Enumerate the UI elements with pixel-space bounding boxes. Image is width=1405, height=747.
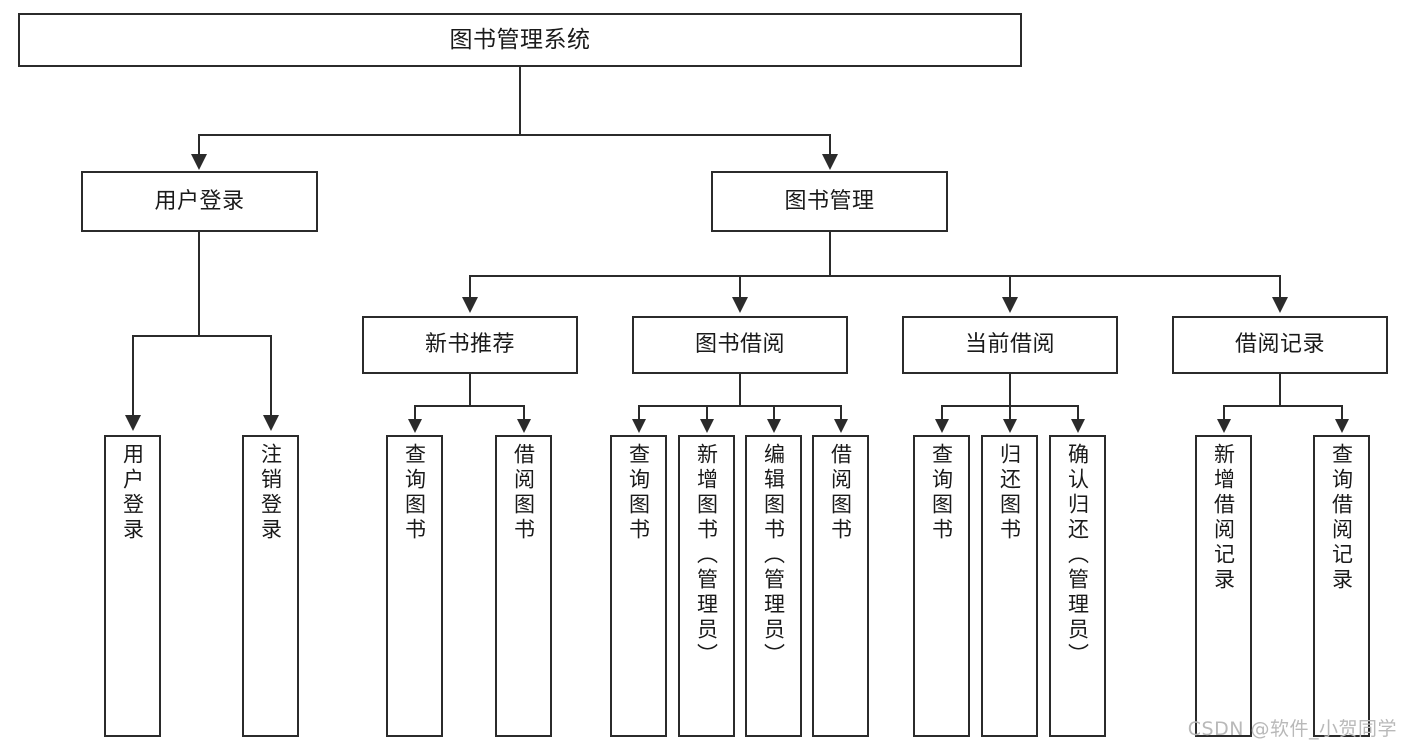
leaf-logout-login[interactable]: 注销登录 <box>242 435 299 737</box>
connector-user-login-stem <box>198 232 200 336</box>
connector-book-borrow-drop-3 <box>773 405 775 421</box>
node-label: 借阅图书 <box>828 443 853 543</box>
leaf-user-login[interactable]: 用户登录 <box>104 435 161 737</box>
node-label: 图书管理系统 <box>449 26 591 53</box>
connector-user-login-drop-1 <box>132 335 134 417</box>
leaf-borrow-book-2[interactable]: 借阅图书 <box>812 435 869 737</box>
connector-book-management-stem <box>829 232 831 276</box>
connector-new-book-stem <box>469 374 471 406</box>
arrowhead-user-login <box>191 154 207 170</box>
arrowhead-borrow-record <box>1272 297 1288 313</box>
connector-book-borrow-stem <box>739 374 741 406</box>
arrowhead-leaf-query-book-1 <box>408 419 422 433</box>
leaf-add-book[interactable]: 新增图书（管理员） <box>678 435 735 737</box>
leaf-query-book-1[interactable]: 查询图书 <box>386 435 443 737</box>
connector-level3-bus <box>469 275 1281 277</box>
connector-borrow-record-drop-2 <box>1341 405 1343 421</box>
node-label: 当前借阅 <box>964 332 1055 358</box>
connector-new-book-drop-2 <box>523 405 525 421</box>
node-label: 查询借阅记录 <box>1329 443 1354 593</box>
node-borrow-record[interactable]: 借阅记录 <box>1172 316 1388 374</box>
leaf-query-record[interactable]: 查询借阅记录 <box>1313 435 1370 737</box>
connector-book-borrow-drop-1 <box>638 405 640 421</box>
arrowhead-leaf-add-book <box>700 419 714 433</box>
node-label: 归还图书 <box>997 443 1022 543</box>
node-current-borrow[interactable]: 当前借阅 <box>902 316 1118 374</box>
connector-current-borrow-drop-2 <box>1009 405 1011 421</box>
node-label: 注销登录 <box>258 443 283 543</box>
node-label: 新书推荐 <box>424 332 515 358</box>
connector-user-login-drop-2 <box>270 335 272 417</box>
arrowhead-leaf-query-record <box>1335 419 1349 433</box>
connector-level3-drop-current-borrow <box>1009 275 1011 299</box>
node-book-management[interactable]: 图书管理 <box>711 171 948 232</box>
connector-level2-drop-book-management <box>829 134 831 156</box>
connector-user-login-bus <box>132 335 272 337</box>
node-label: 用户登录 <box>120 443 145 543</box>
node-label: 确认归还（管理员） <box>1065 443 1090 668</box>
connector-level2-drop-user-login <box>198 134 200 156</box>
node-label: 用户登录 <box>154 188 245 214</box>
arrowhead-book-borrow <box>732 297 748 313</box>
arrowhead-new-book-recommend <box>462 297 478 313</box>
connector-new-book-bus <box>414 405 524 407</box>
node-label: 编辑图书（管理员） <box>761 443 786 668</box>
arrowhead-leaf-logout-login <box>263 415 279 431</box>
node-label: 查询图书 <box>929 443 954 543</box>
arrowhead-current-borrow <box>1002 297 1018 313</box>
node-label: 查询图书 <box>626 443 651 543</box>
arrowhead-leaf-confirm-return <box>1071 419 1085 433</box>
connector-borrow-record-drop-1 <box>1223 405 1225 421</box>
connector-current-borrow-drop-3 <box>1077 405 1079 421</box>
leaf-edit-book[interactable]: 编辑图书（管理员） <box>745 435 802 737</box>
node-root-book-management-system[interactable]: 图书管理系统 <box>18 13 1022 67</box>
arrowhead-leaf-borrow-book-1 <box>517 419 531 433</box>
connector-level3-drop-book-borrow <box>739 275 741 299</box>
leaf-query-book-2[interactable]: 查询图书 <box>610 435 667 737</box>
connector-borrow-record-bus <box>1223 405 1343 407</box>
leaf-confirm-return[interactable]: 确认归还（管理员） <box>1049 435 1106 737</box>
node-book-borrow[interactable]: 图书借阅 <box>632 316 848 374</box>
arrowhead-leaf-add-record <box>1217 419 1231 433</box>
connector-current-borrow-stem <box>1009 374 1011 406</box>
node-label: 新增图书（管理员） <box>694 443 719 668</box>
connector-current-borrow-drop-1 <box>941 405 943 421</box>
arrowhead-leaf-return-book <box>1003 419 1017 433</box>
node-label: 查询图书 <box>402 443 427 543</box>
connector-book-borrow-bus <box>638 405 841 407</box>
node-label: 图书借阅 <box>694 332 785 358</box>
node-label: 新增借阅记录 <box>1211 443 1236 593</box>
arrowhead-book-management <box>822 154 838 170</box>
arrowhead-leaf-query-book-2 <box>632 419 646 433</box>
node-label: 借阅图书 <box>511 443 536 543</box>
arrowhead-leaf-user-login <box>125 415 141 431</box>
arrowhead-leaf-edit-book <box>767 419 781 433</box>
connector-book-borrow-drop-4 <box>840 405 842 421</box>
node-label: 借阅记录 <box>1234 332 1325 358</box>
connector-book-borrow-drop-2 <box>706 405 708 421</box>
connector-borrow-record-stem <box>1279 374 1281 406</box>
node-user-login[interactable]: 用户登录 <box>81 171 318 232</box>
node-new-book-recommend[interactable]: 新书推荐 <box>362 316 578 374</box>
connector-level2-bus <box>198 134 831 136</box>
leaf-query-book-3[interactable]: 查询图书 <box>913 435 970 737</box>
connector-level3-drop-new-book <box>469 275 471 299</box>
arrowhead-leaf-borrow-book-2 <box>834 419 848 433</box>
leaf-add-record[interactable]: 新增借阅记录 <box>1195 435 1252 737</box>
node-label: 图书管理 <box>784 188 875 214</box>
connector-level3-drop-borrow-record <box>1279 275 1281 299</box>
arrowhead-leaf-query-book-3 <box>935 419 949 433</box>
leaf-return-book[interactable]: 归还图书 <box>981 435 1038 737</box>
connector-root-stem <box>519 67 521 135</box>
leaf-borrow-book-1[interactable]: 借阅图书 <box>495 435 552 737</box>
connector-new-book-drop-1 <box>414 405 416 421</box>
